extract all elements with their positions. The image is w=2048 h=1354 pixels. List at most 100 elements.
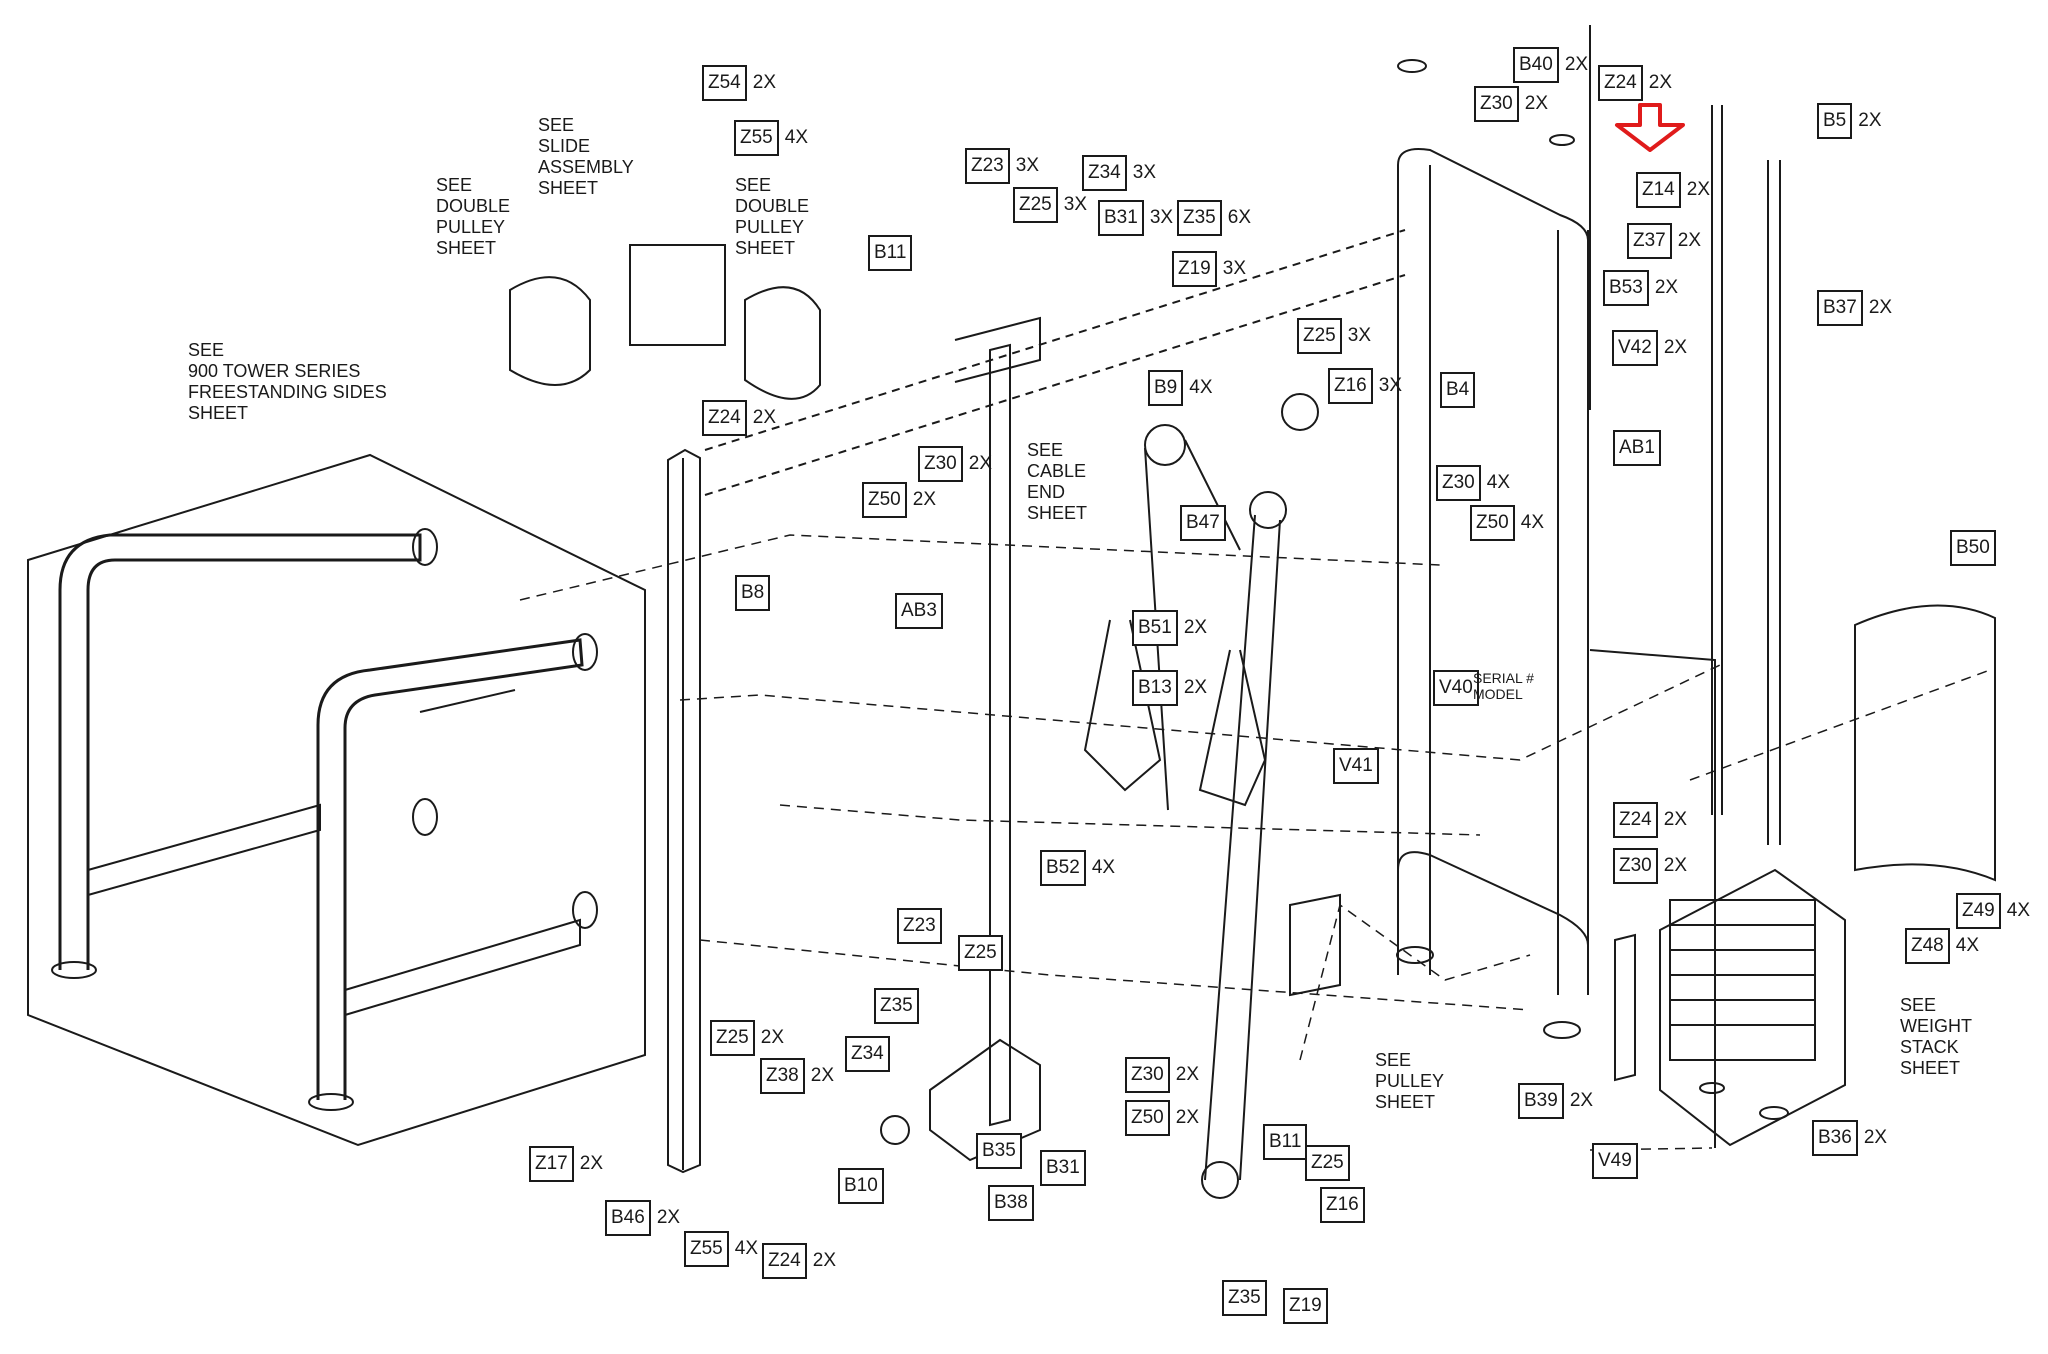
part-quantity: 2X: [1175, 1107, 1199, 1128]
part-tag: B38: [988, 1185, 1034, 1221]
pulley-drawing: [1201, 1161, 1239, 1199]
callout: Z16: [1320, 1187, 1365, 1223]
part-quantity: 2X: [812, 1250, 836, 1271]
part-tag: Z48: [1905, 928, 1950, 964]
part-quantity: 2X: [1175, 1064, 1199, 1085]
part-tag: Z30: [1474, 86, 1519, 122]
part-quantity: 2X: [1183, 677, 1208, 698]
part-quantity: 2X: [1564, 54, 1589, 75]
part-quantity: 2X: [760, 1027, 784, 1048]
part-quantity: 2X: [810, 1065, 834, 1086]
part-tag: Z24: [702, 400, 747, 436]
callout: Z25: [958, 935, 1003, 971]
part-quantity: 2X: [656, 1207, 681, 1228]
part-quantity: 2X: [1183, 617, 1208, 638]
part-tag: Z16: [1328, 368, 1373, 404]
part-tag: Z25: [1013, 187, 1058, 223]
part-quantity: 4X: [1091, 857, 1116, 878]
part-tag: B51: [1132, 610, 1178, 646]
part-quantity: 4X: [1189, 377, 1213, 398]
tower-ab1-drawing: [1397, 25, 1716, 1148]
part-tag: Z19: [1283, 1288, 1328, 1324]
part-tag: Z30: [1613, 848, 1658, 884]
part-quantity: 2X: [1868, 297, 1893, 318]
part-quantity: 3X: [1378, 375, 1402, 396]
weight-stack-drawing: [1659, 868, 1846, 1147]
part-tag: Z50: [1470, 505, 1515, 541]
callout: B50: [1950, 530, 1996, 566]
callout: Z35: [874, 988, 919, 1024]
callout: B31: [1040, 1150, 1086, 1186]
part-quantity: 3X: [1063, 194, 1087, 215]
part-tag: Z37: [1627, 223, 1672, 259]
callout: Z19: [1283, 1288, 1328, 1324]
part-tag: V42: [1612, 330, 1658, 366]
part-quantity: 3X: [1132, 162, 1156, 183]
part-tag: Z25: [710, 1020, 755, 1056]
part-tag: B50: [1950, 530, 1996, 566]
part-tag: Z55: [734, 120, 779, 156]
part-tag: Z16: [1320, 1187, 1365, 1223]
part-quantity: 6X: [1227, 207, 1251, 228]
part-quantity: 2X: [1686, 179, 1710, 200]
part-quantity: 2X: [1677, 230, 1701, 251]
callout: B11: [868, 235, 913, 271]
callout: V49: [1592, 1143, 1638, 1179]
callout: B38: [988, 1185, 1034, 1221]
part-quantity: 4X: [734, 1238, 758, 1259]
part-tag: B9: [1148, 370, 1184, 406]
highlight-arrow-icon: [1615, 103, 1685, 152]
part-quantity: 3X: [1149, 207, 1174, 228]
part-quantity: 2X: [1663, 337, 1688, 358]
decal-v49-drawing: [1614, 933, 1636, 1082]
part-quantity: 2X: [912, 489, 936, 510]
part-tag: B52: [1040, 850, 1086, 886]
callout: AB3: [895, 593, 943, 629]
part-tag: Z25: [1305, 1145, 1350, 1181]
upright-b8-drawing: [667, 448, 701, 1174]
guide-rod-b37-drawing: [1767, 160, 1781, 845]
callout: B8: [735, 575, 771, 611]
part-tag: Z55: [684, 1231, 729, 1267]
part-quantity: 4X: [1486, 472, 1510, 493]
part-tag: B37: [1817, 290, 1863, 326]
part-tag: Z30: [918, 446, 963, 482]
part-tag: Z30: [1125, 1057, 1170, 1093]
part-tag: V40: [1433, 670, 1479, 706]
part-quantity: 2X: [1663, 809, 1687, 830]
part-tag: B10: [838, 1168, 884, 1204]
part-quantity: 2X: [1569, 1090, 1594, 1111]
callout: Z34: [845, 1036, 890, 1072]
part-tag: Z38: [760, 1058, 805, 1094]
part-tag: Z35: [1177, 200, 1222, 236]
handle-drawing: [1198, 649, 1267, 807]
part-quantity: 4X: [2006, 900, 2030, 921]
part-tag: Z23: [965, 148, 1010, 184]
part-tag: B11: [868, 235, 913, 271]
part-tag: Z23: [897, 908, 942, 944]
part-tag: B35: [976, 1133, 1022, 1169]
part-tag: B53: [1603, 270, 1649, 306]
part-tag: Z49: [1956, 893, 2001, 929]
part-tag: Z24: [1598, 65, 1643, 101]
